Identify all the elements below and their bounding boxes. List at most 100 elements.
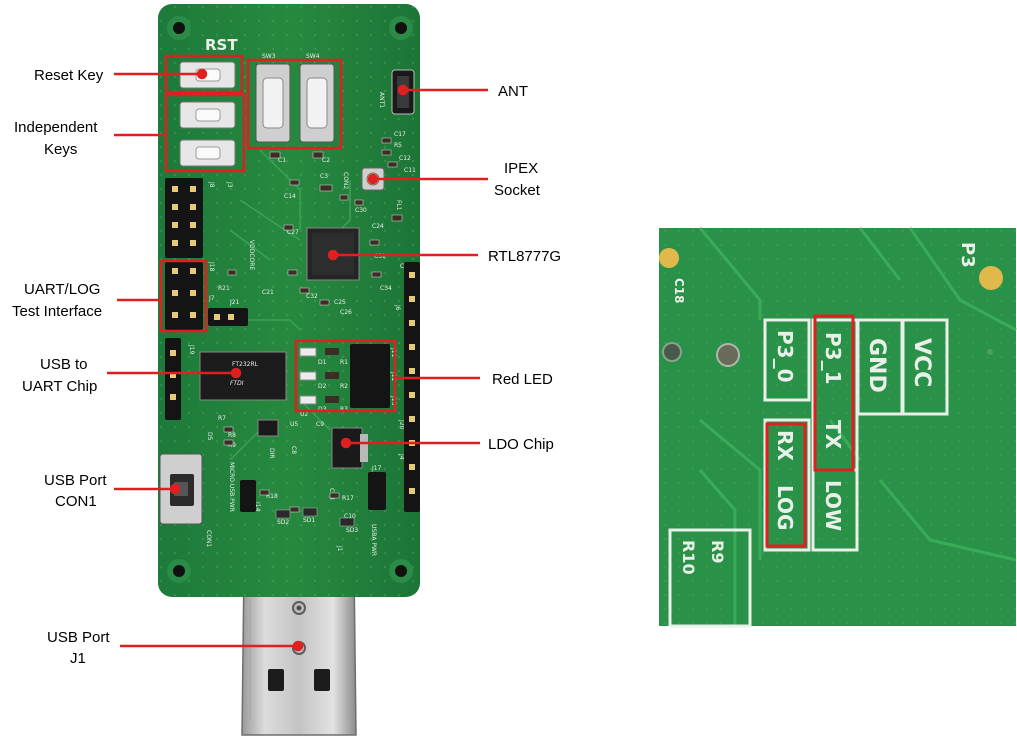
svg-text:J21: J21: [229, 299, 240, 306]
svg-text:C11: C11: [404, 167, 416, 174]
left-header-pin-pads: [170, 186, 234, 400]
svg-text:VCC: VCC: [909, 338, 934, 387]
svg-text:C34: C34: [380, 285, 392, 292]
svg-text:C3: C3: [320, 173, 328, 180]
svg-text:R5: R5: [394, 142, 402, 149]
svg-text:J8: J8: [208, 181, 215, 188]
power-jumpers: [240, 472, 386, 512]
svg-text:C9: C9: [316, 421, 324, 428]
svg-text:R9: R9: [708, 540, 727, 563]
svg-text:FTDI: FTDI: [230, 380, 244, 387]
svg-text:RX: RX: [773, 430, 797, 461]
svg-text:J18: J18: [208, 261, 215, 272]
dir-transistor: [257, 419, 279, 437]
svg-text:C30: C30: [355, 207, 367, 214]
svg-text:R2: R2: [340, 383, 348, 390]
ldo-chip: [331, 427, 368, 469]
svg-text:D3: D3: [318, 406, 327, 413]
zoom-rx-box: [765, 422, 807, 548]
right-header-pins: [404, 262, 420, 512]
independent-keys-box: [164, 93, 246, 173]
svg-text:R8: R8: [228, 432, 236, 439]
sw-box: [246, 58, 343, 150]
svg-text:J6: J6: [394, 304, 401, 311]
red-led-box: [294, 339, 397, 413]
label-uart-log-2: Test Interface: [12, 303, 102, 320]
svg-text:ANT1: ANT1: [378, 92, 385, 108]
label-red-led: Red LED: [492, 371, 553, 388]
svg-text:D1: D1: [318, 359, 327, 366]
svg-text:U2: U2: [300, 411, 308, 418]
svg-text:J19: J19: [188, 344, 195, 355]
svg-text:C14: C14: [284, 193, 296, 200]
svg-text:CON2: CON2: [342, 172, 349, 189]
svg-text:C8: C8: [290, 446, 297, 454]
rst-label: RST: [205, 36, 238, 54]
svg-text:P3_0: P3_0: [773, 330, 797, 383]
label-reset-key: Reset Key: [34, 67, 104, 84]
svg-text:C1: C1: [278, 157, 286, 164]
label-usb-j1-1: USB Port: [47, 629, 110, 646]
svg-text:J3: J3: [226, 181, 233, 188]
svg-text:J13: J13: [390, 395, 397, 406]
svg-text:GND: GND: [864, 338, 889, 393]
svg-text:C2: C2: [322, 157, 330, 164]
svg-text:FL1: FL1: [395, 200, 402, 211]
svg-text:J7: J7: [208, 295, 215, 302]
label-usb-uart-1: USB to: [40, 356, 88, 373]
svg-text:C25: C25: [334, 299, 346, 306]
svg-text:C21: C21: [262, 289, 274, 296]
svg-text:C27: C27: [287, 229, 299, 236]
svg-text:J20: J20: [398, 419, 405, 430]
ft232rl-chip: FT232RL FTDI: [199, 351, 287, 401]
label-ipex-1: IPEX: [504, 160, 538, 177]
svg-text:R21: R21: [218, 285, 230, 292]
svg-text:J12: J12: [390, 371, 397, 382]
svg-text:R17: R17: [342, 495, 354, 502]
label-uart-log-1: UART/LOG: [24, 281, 100, 298]
svg-text:DIR: DIR: [268, 448, 275, 459]
svg-text:R7: R7: [218, 415, 226, 422]
zoom-photo: P3 C18 VCC GND P3_1 TX P3_0 RX LOG LOW R…: [659, 227, 1017, 628]
svg-text:SD3: SD3: [346, 527, 358, 534]
label-usb-j1-2: J1: [70, 650, 86, 667]
svg-text:C12: C12: [399, 155, 411, 162]
led-group: D1 D2 D3 R1 R2 R3: [299, 344, 390, 413]
svg-text:TX: TX: [821, 420, 845, 450]
svg-text:J4: J4: [398, 453, 405, 460]
svg-text:D2: D2: [318, 383, 327, 390]
label-usb-con1-2: CON1: [55, 493, 97, 510]
callout-lines: [107, 68, 488, 652]
svg-text:C31: C31: [374, 253, 386, 260]
label-usb-uart-2: UART Chip: [22, 378, 97, 395]
svg-text:P3_1: P3_1: [821, 332, 845, 385]
label-ant: ANT: [498, 83, 528, 100]
svg-text:C24: C24: [372, 223, 384, 230]
svg-text:P3: P3: [957, 242, 978, 268]
sw3-sw4-switches: [255, 63, 335, 143]
zoom-tx-box: [813, 314, 855, 472]
left-header-pins: [165, 178, 248, 420]
svg-text:J14: J14: [254, 501, 261, 512]
svg-text:USBA PWR: USBA PWR: [370, 524, 377, 556]
label-ldo-chip: LDO Chip: [488, 436, 554, 453]
callout-labels: Reset Key Independent Keys UART/LOG Test…: [12, 67, 561, 667]
svg-text:D5: D5: [206, 432, 213, 441]
label-independent-keys-2: Keys: [44, 141, 77, 158]
label-independent-keys-1: Independent: [14, 119, 98, 136]
svg-text:CON1: CON1: [205, 530, 212, 547]
label-rtl8777g: RTL8777G: [488, 248, 561, 265]
svg-text:C18: C18: [672, 278, 686, 304]
svg-text:C26: C26: [340, 309, 352, 316]
svg-text:FT232RL: FT232RL: [232, 361, 259, 368]
left-tact-switches: [179, 61, 236, 167]
svg-text:J1: J1: [336, 545, 343, 552]
svg-text:J17: J17: [371, 465, 382, 472]
svg-text:SW3: SW3: [262, 53, 276, 60]
svg-text:VDDCORE: VDDCORE: [248, 240, 255, 270]
svg-text:LOG: LOG: [773, 485, 797, 530]
svg-text:SD2: SD2: [277, 519, 289, 526]
uart-log-box: [159, 259, 208, 333]
svg-text:C17: C17: [394, 131, 406, 138]
